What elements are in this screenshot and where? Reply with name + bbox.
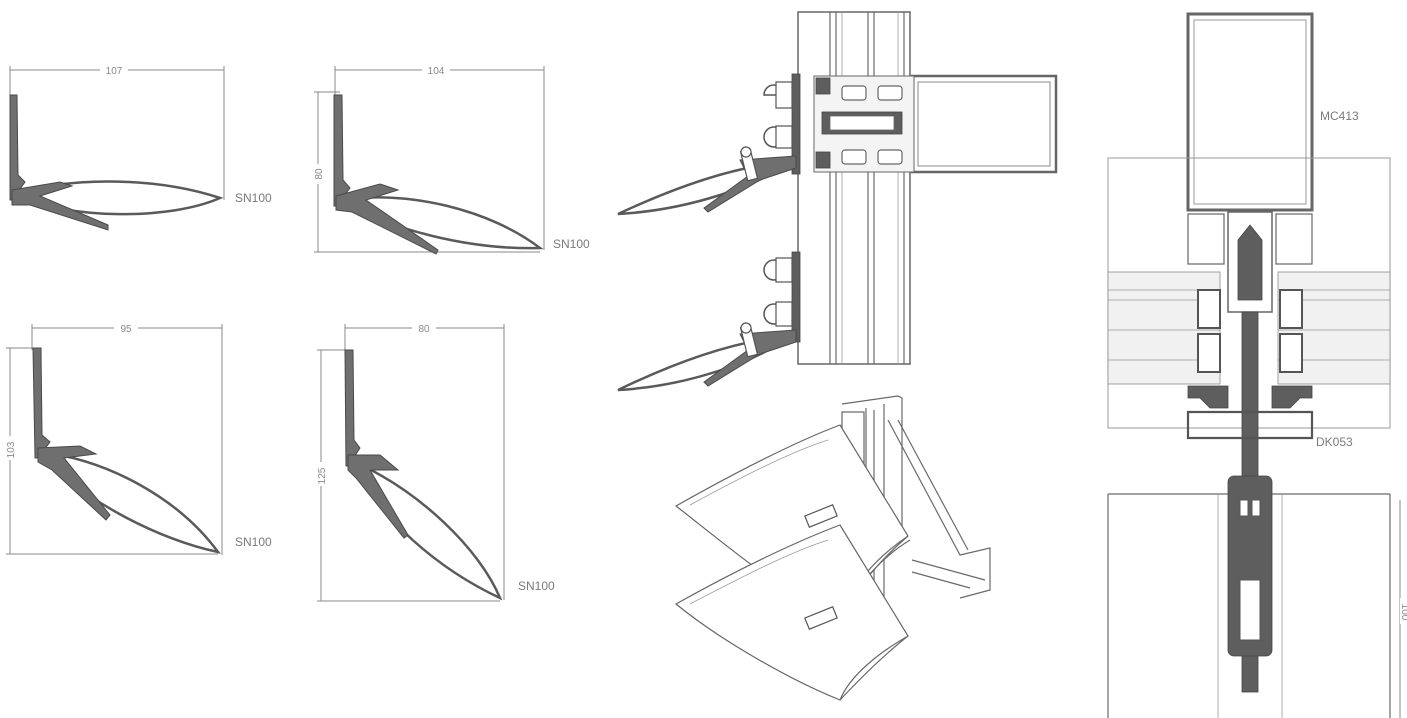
dim-label-bg — [4, 436, 16, 460]
spacer — [1279, 289, 1303, 329]
width-label: 80 — [418, 324, 430, 335]
slot — [1239, 579, 1261, 641]
post-edge — [841, 395, 903, 540]
slot — [1239, 499, 1249, 517]
screw-port — [877, 149, 903, 165]
dk053-seal — [1187, 385, 1229, 409]
bolt — [763, 257, 793, 283]
dim-label-bg — [100, 64, 128, 76]
brace-edge — [897, 419, 969, 551]
dim-label-bg — [412, 322, 436, 334]
mc413-box — [1186, 12, 1314, 212]
profile-clip — [347, 454, 409, 539]
profile-4: 80 125 SN100 — [315, 322, 555, 602]
profile-clip — [11, 181, 109, 231]
pin — [739, 322, 759, 358]
screw-port — [877, 85, 903, 101]
lower-clamp — [1227, 475, 1273, 657]
mc413-label: MC413 — [1320, 109, 1359, 123]
iso-blade-lower — [674, 524, 909, 701]
right-section: MC413 DK053 — [1107, 12, 1407, 718]
height-label: 103 — [6, 441, 17, 458]
profile-clip — [335, 183, 439, 255]
clamp-left — [1187, 213, 1225, 265]
bolt — [763, 125, 793, 149]
blade-upper-arm — [703, 155, 797, 213]
screw-port — [841, 85, 867, 101]
width-label: 104 — [428, 66, 445, 77]
dim-label-bg — [312, 164, 324, 184]
transom-box — [910, 74, 1058, 174]
profile-clip — [37, 445, 111, 521]
dk053-profile — [1186, 410, 1314, 440]
pin — [739, 146, 759, 182]
iso-blade-edge — [689, 439, 829, 506]
clamp-right — [1275, 213, 1313, 265]
slot — [1251, 499, 1261, 517]
profile-stem — [9, 94, 26, 201]
iso-blade-edge — [839, 635, 909, 701]
dim-label-bg — [114, 322, 138, 334]
anchor-spike — [1237, 224, 1263, 301]
gasket-core — [829, 115, 895, 131]
mullion-section — [617, 11, 1058, 392]
clip — [815, 77, 831, 95]
profile-code: SN100 — [518, 579, 555, 593]
mullion-outline — [797, 11, 911, 365]
isometric-view — [674, 395, 991, 701]
dk053-label: DK053 — [1316, 435, 1353, 449]
spacer — [1197, 289, 1221, 329]
bracket-plate-upper — [791, 73, 801, 175]
bolt — [763, 301, 793, 327]
brace-edge — [887, 419, 991, 599]
width-label: 107 — [106, 66, 123, 77]
spacer — [1279, 333, 1303, 373]
width-label: 95 — [120, 324, 132, 335]
blade-lower-arm — [703, 329, 797, 387]
transom-inner — [917, 81, 1051, 167]
dim-label-bg — [422, 64, 450, 76]
spacer — [1197, 333, 1221, 373]
dim-label-bg — [315, 462, 327, 486]
profile-stem — [32, 347, 51, 459]
iso-clip — [804, 606, 838, 630]
bracket-plate-lower — [791, 251, 801, 343]
screw-port — [841, 149, 867, 165]
bolt — [763, 81, 793, 109]
profile-3: 95 103 SN100 — [4, 322, 272, 555]
iso-rail — [911, 571, 971, 589]
iso-rail — [911, 559, 986, 581]
side-dimension-label: 100 — [1399, 604, 1407, 621]
iso-clip — [804, 504, 838, 528]
profile-stem — [344, 349, 361, 467]
dim-label-bg — [1400, 598, 1407, 624]
profile-code: SN100 — [235, 535, 272, 549]
dk053-seal — [1271, 385, 1313, 409]
profile-2: 104 80 SN100 — [312, 64, 590, 255]
mc413-inner — [1193, 19, 1307, 205]
clip — [815, 151, 831, 169]
height-label: 80 — [314, 168, 325, 180]
profile-code: SN100 — [553, 237, 590, 251]
profile-code: SN100 — [235, 191, 272, 205]
height-label: 125 — [317, 467, 328, 484]
profile-1: 107 SN100 — [9, 64, 272, 231]
iso-blade-edge — [689, 539, 829, 605]
profile-stem — [333, 94, 351, 207]
